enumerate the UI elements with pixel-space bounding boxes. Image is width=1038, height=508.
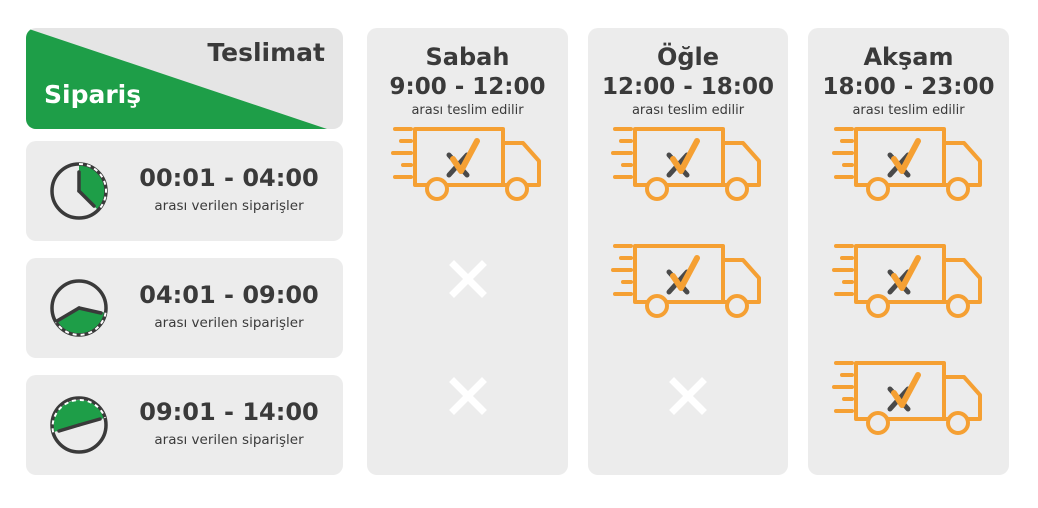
delivery-slot-title: Akşam xyxy=(863,43,954,71)
truck-icon xyxy=(831,244,982,318)
delivery-column-evening: Akşam 18:00 - 23:00 arası teslim edilir xyxy=(808,28,1009,475)
cross-icon xyxy=(448,260,487,298)
delivery-slot-time: 18:00 - 23:00 xyxy=(822,74,995,100)
table-header: Teslimat Sipariş xyxy=(26,28,343,129)
cross-icon xyxy=(669,377,707,415)
order-window-time: 00:01 - 04:00 xyxy=(139,164,319,192)
delivery-slot-caption: arası teslim edilir xyxy=(411,103,524,118)
delivery-column-morning: Sabah 9:00 - 12:00 arası teslim edilir xyxy=(367,28,568,475)
delivery-slot-time: 12:00 - 18:00 xyxy=(602,74,774,100)
order-window-row: 04:01 - 09:00 arası verilen siparişler xyxy=(26,258,343,358)
clock-icon xyxy=(50,162,108,220)
cross-icon xyxy=(448,377,487,415)
order-window-row: 00:01 - 04:00 arası verilen siparişler xyxy=(26,141,343,241)
clock-icon xyxy=(50,396,108,454)
truck-icon xyxy=(611,127,761,201)
delivery-slot-caption: arası teslim edilir xyxy=(852,103,965,118)
order-header-label: Sipariş xyxy=(44,80,142,109)
delivery-slot-title: Öğle xyxy=(656,43,720,71)
truck-icon xyxy=(611,244,761,318)
order-window-caption: arası verilen siparişler xyxy=(154,315,304,331)
order-window-caption: arası verilen siparişler xyxy=(154,432,304,448)
truck-icon xyxy=(390,127,541,201)
order-window-time: 09:01 - 14:00 xyxy=(139,398,319,426)
header-diagonal-bg xyxy=(26,28,343,129)
order-window-time: 04:01 - 09:00 xyxy=(139,281,319,309)
order-window-caption: arası verilen siparişler xyxy=(154,198,304,214)
delivery-slot-caption: arası teslim edilir xyxy=(631,103,745,118)
delivery-column-noon: Öğle 12:00 - 18:00 arası teslim edilir xyxy=(588,28,788,475)
truck-icon xyxy=(831,127,982,201)
delivery-header-label: Teslimat xyxy=(207,38,325,67)
delivery-slot-title: Sabah xyxy=(425,43,510,71)
order-window-row: 09:01 - 14:00 arası verilen siparişler xyxy=(26,375,343,475)
truck-icon xyxy=(831,361,982,435)
clock-icon xyxy=(50,279,108,337)
delivery-slot-time: 9:00 - 12:00 xyxy=(389,74,546,100)
